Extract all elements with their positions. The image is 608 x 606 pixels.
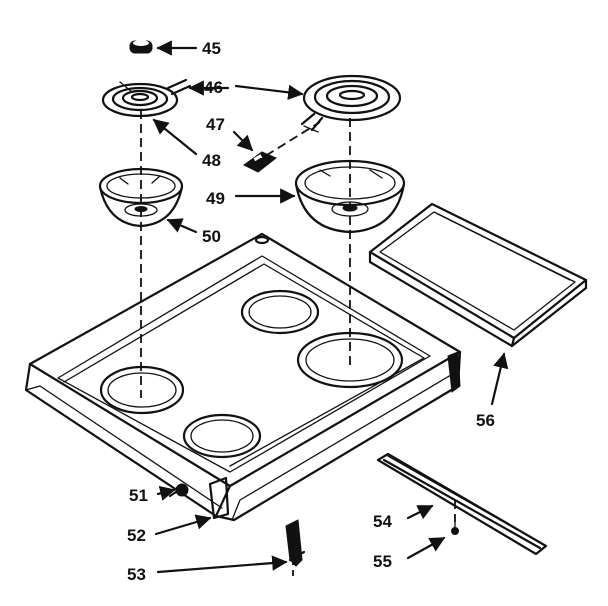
knob-part	[129, 40, 153, 54]
small-surface-element	[101, 78, 192, 118]
trim-strip	[376, 452, 548, 556]
callout-49: 49	[206, 189, 225, 208]
callout-51: 51	[129, 486, 148, 505]
callout-47: 47	[206, 115, 225, 134]
leader-arrows	[152, 40, 509, 574]
cooktop	[24, 232, 462, 522]
callout-54: 54	[373, 512, 392, 531]
callout-48: 48	[202, 151, 221, 170]
callout-56: 56	[476, 411, 495, 430]
callout-53: 53	[127, 565, 146, 584]
callout-46: 46	[204, 78, 223, 97]
screw-55	[451, 519, 459, 535]
callout-52: 52	[127, 526, 146, 545]
callout-55: 55	[373, 552, 392, 571]
callout-45: 45	[202, 39, 221, 58]
assembly-lines	[140, 110, 456, 576]
bracket-53	[285, 519, 306, 567]
terminal-block	[243, 151, 277, 173]
callout-labels: 45 46 47 48 49 50 51 52 53 54 55 56	[127, 39, 495, 584]
callout-50: 50	[202, 227, 221, 246]
large-surface-element	[300, 74, 402, 133]
glass-cover	[368, 202, 588, 348]
